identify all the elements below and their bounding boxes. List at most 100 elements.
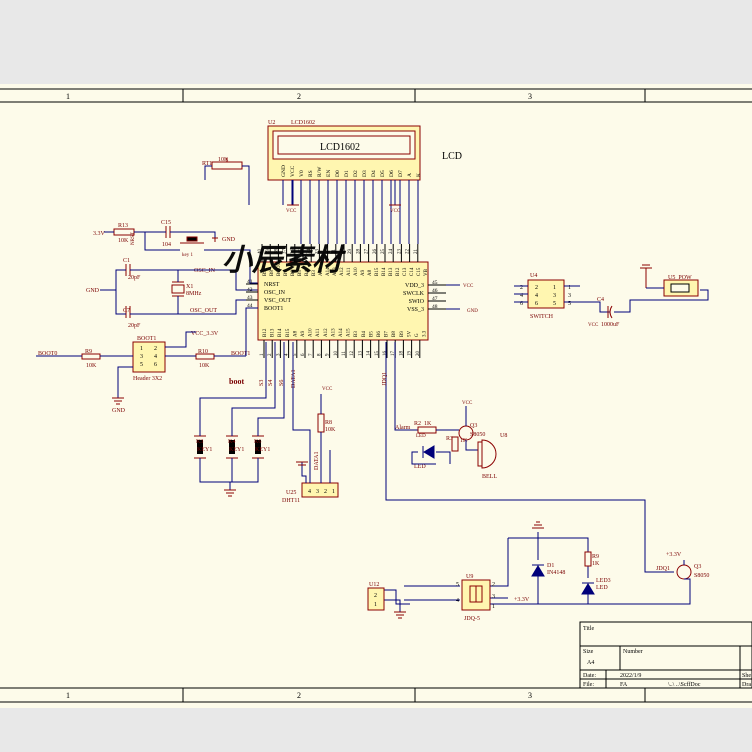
boot-header[interactable] — [132, 341, 166, 373]
lcd-pin-label: D2 — [353, 170, 359, 177]
sw-pin-left: 4 — [520, 293, 523, 299]
boot-header-pin: 5 — [140, 362, 143, 368]
crystal-value: 8MHz — [186, 291, 202, 297]
tb-title: Title — [583, 626, 594, 632]
mcu-top-pin-num: 24 — [389, 249, 394, 255]
relay-r-val: 1K — [592, 561, 600, 567]
key-switch[interactable] — [197, 440, 203, 454]
capacitor-c4[interactable] — [607, 305, 613, 319]
bz-r-ref: R2 — [414, 421, 421, 427]
mcu-bottom-pin-num: 3 — [276, 353, 281, 356]
lcd-display — [277, 135, 411, 155]
tb-size-label: Size — [583, 649, 594, 655]
bz-led[interactable] — [422, 445, 435, 459]
boot-label: boot — [229, 377, 244, 386]
lcd-module[interactable] — [267, 125, 421, 181]
mcu-bottom-pin-num: 2 — [268, 353, 273, 356]
r9-resistor[interactable] — [81, 353, 101, 360]
relay-led-ref: LED3 — [596, 578, 611, 584]
mcu-bottom-pin-num: 13 — [358, 351, 363, 357]
mcu-top-pin-name: A9 — [361, 269, 366, 276]
relay-pin: 4 — [456, 598, 459, 604]
key-switch[interactable] — [229, 440, 235, 454]
dht-wires — [292, 342, 331, 483]
lcd-pin-label: D7 — [398, 170, 404, 177]
mcu-top-pin-name: B13 — [389, 267, 394, 276]
relay-led[interactable] — [581, 582, 595, 595]
bell-base — [477, 441, 483, 467]
c4-vcc-label: VCC — [588, 323, 599, 328]
r8-resistor[interactable] — [317, 413, 325, 433]
r10-resistor[interactable] — [195, 353, 215, 360]
bz-r-val: 1K — [424, 421, 432, 427]
c1-ref: C1 — [123, 258, 130, 264]
boot1-net-label: BOOT1 — [231, 351, 250, 357]
c7-ref: C7 — [123, 308, 130, 314]
reset-c-ref: C15 — [161, 220, 171, 226]
r10-value: 10K — [199, 363, 210, 369]
relay-pin: 3 — [492, 594, 495, 600]
mcu-bottom-pin-name: A12 — [324, 328, 329, 337]
mcu-top-pin-num: 23 — [397, 249, 402, 255]
mcu-top-pin-name: B12 — [396, 267, 401, 276]
mcu-bottom-pin-num: 11 — [342, 351, 347, 356]
c4-ref: C4 — [597, 297, 604, 303]
bz-wires — [411, 406, 478, 465]
dht-pin: 3 — [316, 489, 319, 495]
relay-q-name: S8050 — [694, 573, 709, 579]
sw-ref: U4 — [530, 273, 537, 279]
dht-name: DHT11 — [282, 498, 300, 504]
relay-diode[interactable] — [531, 564, 545, 577]
mcu-top-pin-name: A13 — [333, 267, 338, 276]
capacitor-c7[interactable] — [125, 306, 131, 318]
lcd-pin-label: A — [407, 173, 413, 177]
mcu-bottom-pin-name: A14 — [339, 328, 344, 337]
mcu-body[interactable] — [257, 261, 429, 341]
relay-connector[interactable] — [367, 587, 385, 611]
boot-header-ref: BOOT1 — [137, 336, 156, 342]
mcu-bottom-pin-num: 17 — [391, 351, 396, 357]
mcu-left-pin-num: 43 — [247, 295, 253, 301]
key-name: KEY1 — [229, 447, 244, 453]
tb-size-value: A4 — [587, 660, 594, 666]
lcd-name: LCD1602 — [291, 120, 315, 126]
tb-sheet-label: She — [742, 673, 751, 679]
dht11-body[interactable] — [301, 482, 339, 498]
bell[interactable] — [481, 439, 497, 469]
reset-key[interactable] — [180, 236, 204, 244]
watermark: 小辰素材 — [222, 243, 347, 278]
mcu-top-pin-num: 37 — [283, 249, 288, 255]
s3-label: S3 — [259, 380, 265, 386]
mcu-right-pin-name: SWCLK — [403, 291, 425, 297]
mcu-top-pin-num: 34 — [307, 249, 312, 255]
boot-header-pin: 6 — [154, 362, 157, 368]
switch-body[interactable] — [527, 279, 565, 309]
mcu-top-pin-num: 31 — [332, 249, 337, 255]
bz-resistor[interactable] — [417, 426, 437, 434]
c4-value: 1000uF — [601, 322, 620, 328]
sw-pin-inner-right: 3 — [553, 293, 556, 299]
mcu-vcc-label: VCC — [463, 284, 474, 289]
relay-d-name: IN4148 — [547, 570, 565, 576]
mcu-top-pin-name: C13 — [403, 267, 408, 276]
bz-led-name: LED — [414, 464, 426, 470]
mcu-bottom-pin-name: A9 — [301, 330, 306, 337]
reset-r-ref: R13 — [118, 223, 128, 229]
s4-label: S4 — [268, 380, 274, 386]
zone-label-top-1: 1 — [66, 92, 70, 101]
relay-r-ref: R9 — [592, 554, 599, 560]
key-switch[interactable] — [255, 440, 261, 454]
key-wires — [199, 342, 285, 490]
r8-ref: R8 — [325, 420, 332, 426]
bz-vcc-label: VCC — [462, 401, 473, 406]
mcu-right-pin-num: 45 — [432, 280, 438, 286]
boot-header-pin: 2 — [154, 346, 157, 352]
reset-wires — [104, 231, 258, 284]
mcu-top-pin-name: B15 — [375, 267, 380, 276]
tb-file-label: File: — [583, 682, 594, 688]
relay-resistor[interactable] — [584, 551, 592, 567]
bz-r3[interactable] — [451, 436, 459, 452]
